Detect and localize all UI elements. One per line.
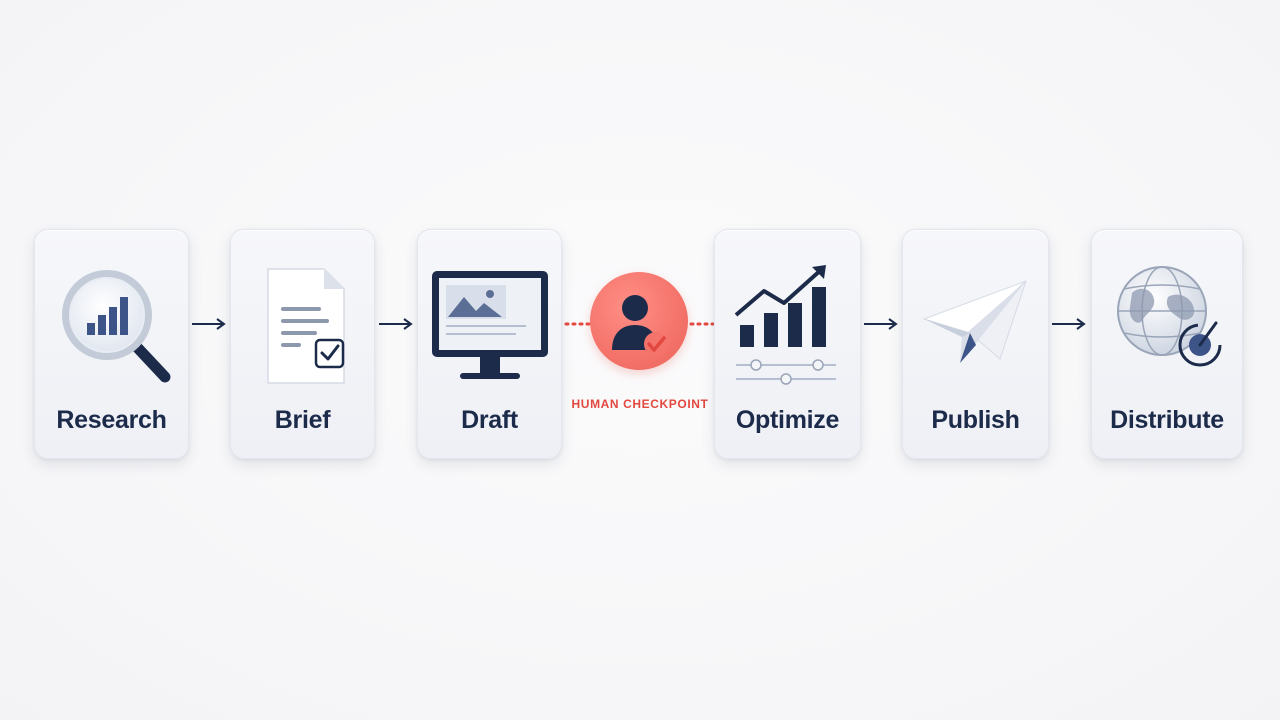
paper-plane-icon bbox=[903, 252, 1048, 392]
step-label: Optimize bbox=[735, 406, 840, 434]
monitor-image-icon bbox=[418, 252, 561, 392]
step-label: Draft bbox=[461, 406, 518, 434]
step-label: Research bbox=[56, 406, 167, 434]
human-checkpoint-node bbox=[590, 272, 688, 370]
step-label: Publish bbox=[931, 406, 1020, 434]
step-label: Brief bbox=[274, 406, 331, 434]
checkpoint-connector bbox=[689, 322, 715, 326]
flow-arrow bbox=[192, 318, 226, 330]
flow-arrow bbox=[379, 318, 413, 330]
checkpoint-label: HUMAN CHECKPOINT bbox=[571, 397, 709, 411]
step-draft-card: Draft bbox=[417, 229, 562, 459]
magnifier-chart-icon bbox=[35, 252, 188, 392]
step-label: Distribute bbox=[1110, 406, 1224, 434]
flow-arrow bbox=[864, 318, 898, 330]
document-check-icon bbox=[231, 252, 374, 392]
growth-chart-icon bbox=[715, 252, 860, 392]
globe-target-icon bbox=[1092, 252, 1242, 392]
person-check-icon bbox=[612, 295, 668, 356]
step-research-card: Research bbox=[34, 229, 189, 459]
step-brief-card: Brief bbox=[230, 229, 375, 459]
checkpoint-connector bbox=[564, 322, 592, 326]
flow-arrow bbox=[1052, 318, 1086, 330]
step-optimize-card: Optimize bbox=[714, 229, 861, 459]
step-distribute-card: Distribute bbox=[1091, 229, 1243, 459]
step-publish-card: Publish bbox=[902, 229, 1049, 459]
